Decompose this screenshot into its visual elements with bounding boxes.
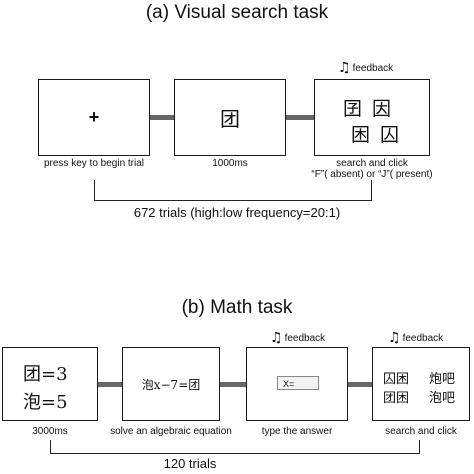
math-connector-2 — [220, 382, 246, 387]
math-equation-frame: 泡x−7=团 — [122, 347, 220, 421]
vs-caption-1: press key to begin trial — [43, 158, 145, 169]
music-note-icon: ♫ — [338, 60, 351, 76]
math-feedback-text-1: feedback — [284, 332, 326, 344]
vs-trial-bracket — [94, 180, 372, 201]
assignment-line-2: 泡=5 — [23, 392, 68, 413]
vs-feedback-label: ♫ feedback — [338, 60, 393, 76]
math-connector-1 — [98, 382, 122, 387]
vs-target-frame: 团 — [174, 79, 286, 156]
vs-trials-label: 672 trials (high:low frequency=20:1) — [133, 205, 341, 220]
math-title: (b) Math task — [181, 297, 293, 318]
math-feedback-label-2: ♫ feedback — [388, 330, 443, 346]
math-assignment-frame: 团=3 泡=5 — [2, 347, 98, 421]
math-trials-label: 120 trials — [163, 456, 217, 471]
vs-feedback-text: feedback — [352, 62, 394, 74]
math-feedback-text-2: feedback — [402, 332, 444, 344]
math-search-frame: 囚困 团困 炮吧 泡吧 — [372, 347, 470, 421]
math-connector-3 — [348, 382, 372, 387]
math-search-right-row2: 泡吧 — [429, 391, 456, 406]
assignment-line-1: 团=3 — [23, 364, 68, 385]
fixation-cross: + — [88, 107, 100, 127]
vs-caption-3a: search and click — [336, 158, 408, 169]
math-caption-1: 3000ms — [32, 426, 68, 437]
vs-caption-2: 1000ms — [212, 158, 248, 169]
math-search-left-row2: 团困 — [383, 391, 410, 406]
search-array-row2: 困 囚 — [351, 124, 402, 146]
music-note-icon: ♫ — [388, 330, 401, 346]
answer-input-box[interactable]: X= — [277, 376, 319, 390]
equation-text: 泡x−7=团 — [141, 377, 201, 392]
vs-connector-2 — [286, 115, 314, 120]
vs-connector-1 — [150, 115, 174, 120]
visual-search-title: (a) Visual search task — [145, 2, 329, 23]
math-caption-4: search and click — [385, 426, 457, 437]
math-feedback-label-1: ♫ feedback — [270, 330, 325, 346]
vs-fixation-frame: + — [38, 79, 150, 156]
math-trial-bracket — [50, 440, 420, 454]
search-array-row1: 囝 因 — [343, 98, 394, 120]
math-answer-frame: X= — [246, 347, 348, 421]
vs-search-frame: 囝 因 困 囚 — [314, 79, 430, 156]
music-note-icon: ♫ — [270, 330, 283, 346]
math-search-left-row1: 囚困 — [383, 372, 410, 387]
math-search-right-row1: 炮吧 — [429, 372, 456, 387]
math-caption-2: solve an algebraic equation — [110, 426, 232, 437]
math-caption-3: type the answer — [261, 426, 333, 437]
vs-caption-3b: “F”( absent) or “J”( present) — [311, 169, 433, 180]
target-character: 团 — [220, 107, 240, 131]
